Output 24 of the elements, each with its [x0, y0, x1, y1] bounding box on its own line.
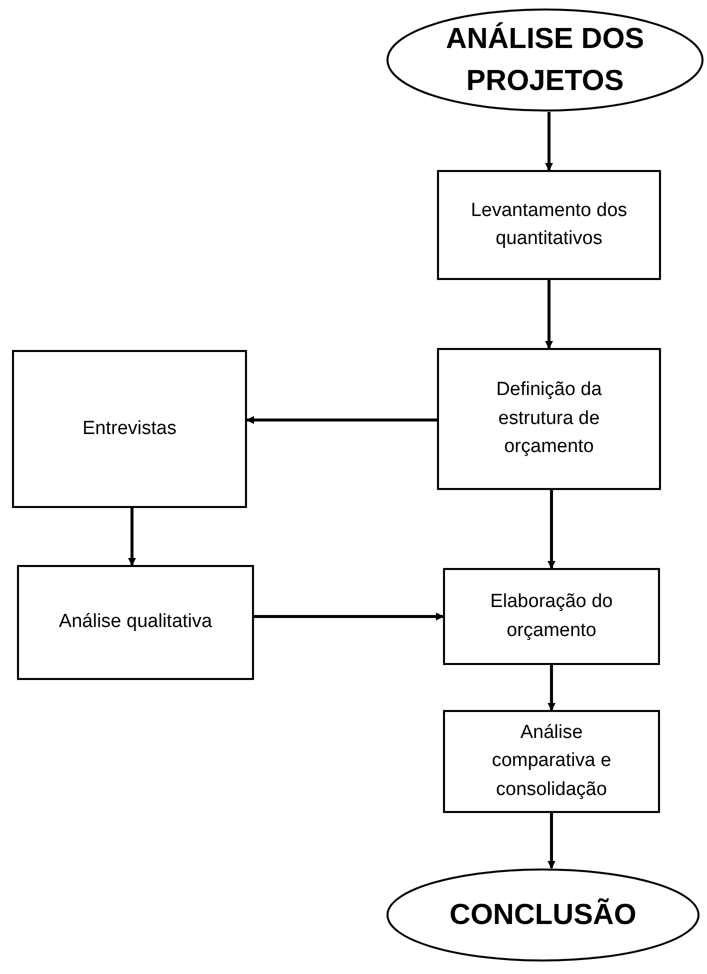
- step-label: Levantamento dos quantitativos: [470, 198, 628, 251]
- terminal-ellipse: [386, 8, 704, 112]
- step-label: Elaboração do orçamento: [489, 590, 614, 642]
- arrow: [128, 508, 136, 566]
- terminal-ellipse: [386, 868, 700, 962]
- process-box: [443, 710, 660, 813]
- step-label: Entrevistas: [82, 416, 176, 441]
- arrow: [246, 416, 437, 424]
- process-box: [443, 568, 660, 665]
- arrow: [545, 112, 553, 171]
- arrow: [548, 490, 556, 569]
- process-box: [437, 170, 661, 280]
- process-box: [437, 348, 661, 490]
- process-box: [12, 350, 247, 508]
- terminal-label: CONCLUSÃO: [450, 897, 636, 933]
- arrow: [548, 665, 556, 711]
- step-label: Análise comparativa e consolidação: [490, 720, 612, 802]
- terminal-label: ANÁLISE DOS PROJETOS: [444, 21, 646, 99]
- arrow: [254, 612, 444, 620]
- step-label: Análise qualitativa: [58, 610, 212, 634]
- arrow: [545, 280, 553, 349]
- process-box: [17, 565, 254, 680]
- step-label: Definição da estrutura de orçamento: [495, 378, 603, 460]
- arrow: [548, 813, 556, 869]
